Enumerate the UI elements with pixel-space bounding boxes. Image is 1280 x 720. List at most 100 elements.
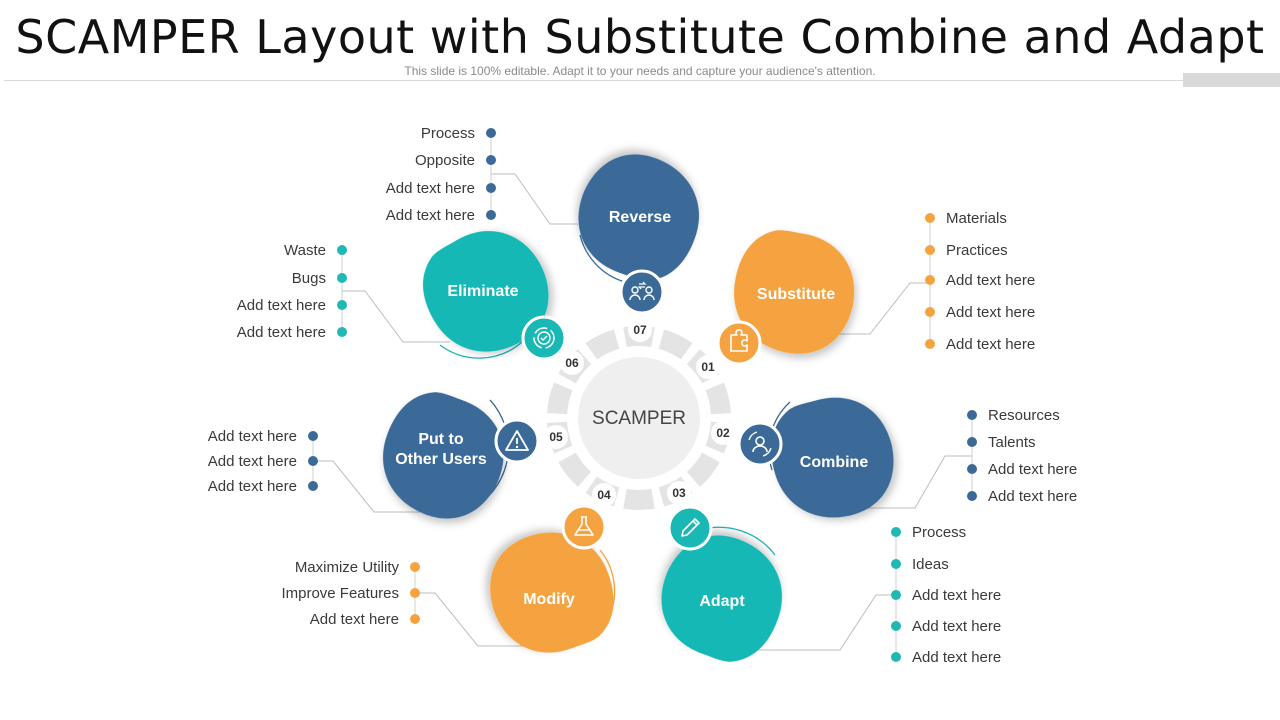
bullet-item: Process	[421, 125, 475, 142]
step-label: Substitute	[757, 286, 835, 303]
connector-lines	[312, 133, 973, 657]
bullet-dot	[486, 155, 496, 165]
bullet-dot	[891, 590, 901, 600]
bullet-item: Bugs	[292, 270, 326, 287]
bullet-dot	[308, 481, 318, 491]
bullet-item: Add text here	[237, 324, 326, 341]
bullet-dot	[967, 437, 977, 447]
bullet-item: Add text here	[386, 207, 475, 224]
step-number: 04	[597, 488, 611, 502]
bullet-item: Maximize Utility	[295, 559, 400, 576]
bullet-dot	[337, 273, 347, 283]
step-blob	[578, 154, 699, 281]
bullet-item: Add text here	[988, 488, 1077, 505]
bullet-item: Add text here	[208, 453, 297, 470]
bullet-item: Ideas	[912, 556, 949, 573]
bullet-item: Add text here	[208, 428, 297, 445]
step-label: Reverse	[609, 209, 671, 226]
step-number-badge	[628, 318, 652, 342]
connector-line	[313, 460, 420, 513]
bullet-dot	[967, 491, 977, 501]
puzzle-icon	[716, 320, 762, 366]
pencil-icon	[667, 505, 713, 551]
bullet-dot	[891, 527, 901, 537]
bullet-item: Add text here	[988, 461, 1077, 478]
center-label: SCAMPER	[592, 408, 686, 429]
bullet-dot	[308, 456, 318, 466]
accent-arc	[579, 234, 626, 283]
step-blob	[383, 392, 504, 519]
step-label: Modify	[523, 591, 575, 608]
connector-line	[342, 290, 450, 343]
recycle-check-icon	[521, 315, 567, 361]
step-number: 03	[672, 486, 686, 500]
center-ring-segment	[705, 382, 731, 415]
bullet-dot	[337, 245, 347, 255]
bullet-item: Add text here	[208, 478, 297, 495]
bullet-item: Talents	[988, 434, 1036, 451]
page-title: SCAMPER Layout with Substitute Combine a…	[15, 10, 1265, 64]
step-label: Eliminate	[447, 283, 518, 300]
bullet-dot	[486, 183, 496, 193]
bullet-dot	[967, 410, 977, 420]
bullet-dot	[967, 464, 977, 474]
connector-line	[750, 594, 896, 651]
step-number-badge	[592, 483, 616, 507]
bullet-item: Add text here	[912, 649, 1001, 666]
bullet-item: Materials	[946, 210, 1007, 227]
bullet-dot	[337, 327, 347, 337]
bullet-dot	[891, 621, 901, 631]
bullet-dot	[308, 431, 318, 441]
step-number: 02	[716, 426, 730, 440]
bullet-dot	[925, 339, 935, 349]
center-disc	[574, 353, 704, 483]
flask-icon	[561, 504, 607, 550]
bullet-dot	[410, 562, 420, 572]
bullet-dot	[337, 300, 347, 310]
center-ring-segment	[585, 329, 620, 360]
user-sync-icon	[737, 421, 783, 467]
bullet-dot	[486, 210, 496, 220]
bullet-item: Add text here	[946, 304, 1035, 321]
bullet-dot	[925, 275, 935, 285]
warning-icon	[494, 418, 540, 464]
bullet-dot	[925, 307, 935, 317]
bullet-item: Add text here	[946, 272, 1035, 289]
step-blob	[661, 535, 782, 662]
corner-accent-bar	[1183, 73, 1280, 87]
bullet-item: Add text here	[912, 587, 1001, 604]
bullet-item: Process	[912, 524, 966, 541]
bullet-dot	[925, 245, 935, 255]
step-blob	[423, 231, 549, 352]
center-ring-segment	[658, 329, 693, 360]
bullet-dot	[410, 614, 420, 624]
bullet-item: Add text here	[237, 297, 326, 314]
step-number-badge	[667, 481, 691, 505]
bullet-item: Improve Features	[281, 585, 399, 602]
center-ring-segment	[547, 382, 573, 415]
step-number-badge	[544, 425, 568, 449]
step-label: Combine	[800, 454, 869, 471]
connector-line	[824, 282, 930, 335]
step-number: 06	[565, 356, 579, 370]
connector-line	[860, 455, 972, 509]
bullet-item: Resources	[988, 407, 1060, 424]
center-hub: SCAMPER	[547, 326, 731, 510]
page-subtitle: This slide is 100% editable. Adapt it to…	[404, 64, 876, 78]
bullet-item: Add text here	[386, 180, 475, 197]
center-ring-segment	[558, 452, 592, 487]
step-number: 05	[549, 430, 563, 444]
connector-line	[415, 592, 530, 647]
bullet-item: Waste	[284, 242, 326, 259]
bullet-item: Add text here	[310, 611, 399, 628]
step-number-badge	[560, 351, 584, 375]
exchange-people-icon	[619, 269, 665, 315]
